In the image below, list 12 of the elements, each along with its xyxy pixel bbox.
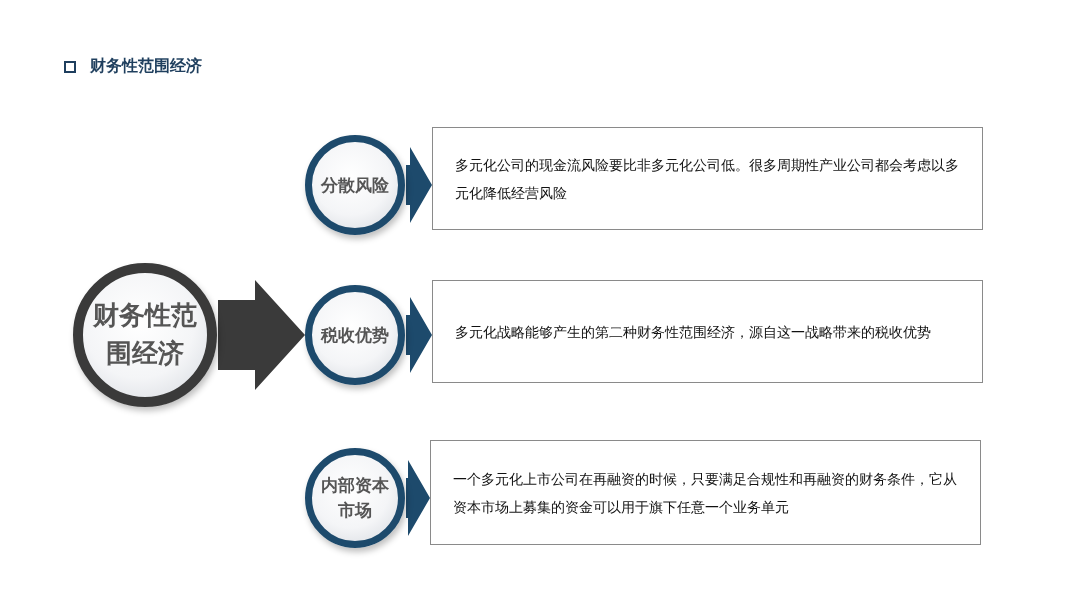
block-arrow bbox=[406, 460, 430, 536]
block-arrow bbox=[218, 280, 305, 390]
main-topic-circle: 财务性范围经济 bbox=[73, 263, 217, 407]
title: 财务性范围经济 bbox=[90, 56, 202, 77]
topic-circle: 税收优势 bbox=[305, 285, 405, 385]
description-box: 多元化战略能够产生的第二种财务性范围经济，源自这一战略带来的税收优势 bbox=[432, 280, 983, 383]
description-box: 一个多元化上市公司在再融资的时候，只要满足合规性和再融资的财务条件，它从资本市场上募集的资金可以用于旗下任意一个业务单元 bbox=[430, 440, 981, 545]
block-arrow bbox=[406, 297, 432, 373]
description-box: 多元化公司的现金流风险要比非多元化公司低。很多周期性产业公司都会考虑以多元化降低经营风险 bbox=[432, 127, 983, 230]
block-arrow bbox=[406, 147, 432, 223]
topic-circle: 内部资本市场 bbox=[305, 448, 405, 548]
topic-circle: 分散风险 bbox=[305, 135, 405, 235]
